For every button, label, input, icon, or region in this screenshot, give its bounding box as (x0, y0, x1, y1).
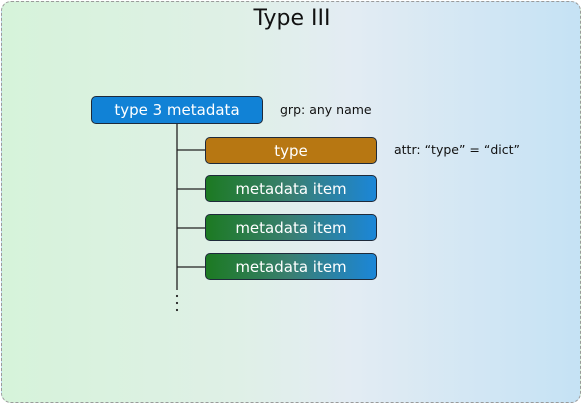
type-annotation: attr: “type” = “dict” (394, 142, 520, 157)
type-node: type (205, 137, 377, 164)
diagram-title: Type III (253, 6, 331, 31)
continuation-dots (175, 294, 179, 312)
root-node: type 3 metadata (91, 96, 263, 124)
metadata-item-node: metadata item (205, 214, 377, 241)
metadata-item-node: metadata item (205, 175, 377, 202)
metadata-item-node: metadata item (205, 253, 377, 280)
root-annotation: grp: any name (280, 102, 372, 117)
